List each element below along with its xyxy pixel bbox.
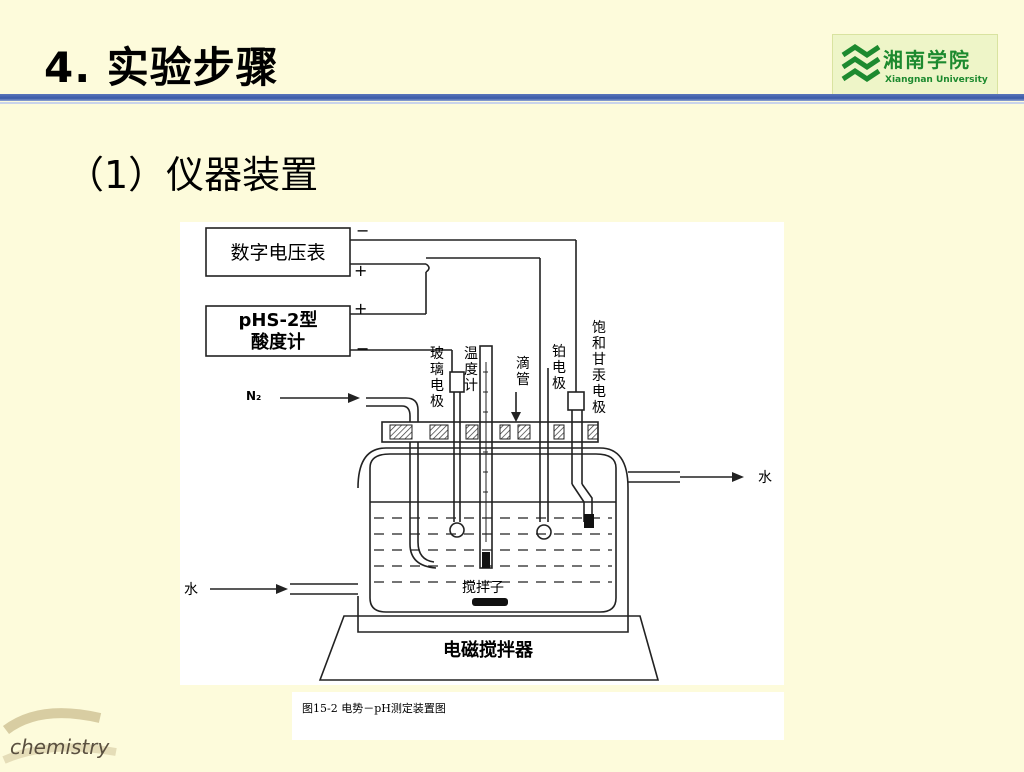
figure-caption: 图15-2 电势－pH测定装置图 — [302, 702, 446, 715]
chemistry-logo-icon: chemistry — [2, 708, 117, 764]
platinum-electrode-label: 铂 电 极 — [552, 344, 566, 392]
n2-arrow-icon — [348, 393, 360, 403]
logo-emblem-icon — [841, 43, 881, 83]
slide-title: 4. 实验步骤 — [44, 43, 279, 92]
apparatus-svg: 数字电压表 pHS-2型 酸度计 − + + − N₂ 玻 璃 电 极 温 度 … — [184, 221, 772, 681]
svg-text:饱: 饱 — [592, 320, 606, 336]
svg-text:甘: 甘 — [592, 352, 606, 368]
svg-text:璃: 璃 — [430, 361, 444, 378]
title-divider — [0, 94, 1024, 101]
university-logo: 湘南学院 Xiangnan University — [832, 34, 998, 98]
svg-text:chemistry: chemistry — [10, 735, 111, 759]
ph-meter-label-2: 酸度计 — [251, 331, 305, 353]
voltmeter-plus: + — [354, 261, 367, 280]
svg-text:电: 电 — [430, 378, 444, 394]
svg-text:滴: 滴 — [516, 355, 530, 372]
ph-meter-label-1: pHS-2型 — [239, 309, 318, 331]
svg-text:和: 和 — [592, 336, 606, 352]
voltmeter-minus: − — [356, 222, 369, 240]
water-out-label: 水 — [758, 470, 772, 486]
logo-english: Xiangnan University — [885, 75, 988, 85]
apparatus-diagram: 数字电压表 pHS-2型 酸度计 − + + − N₂ 玻 璃 电 极 温 度 … — [180, 221, 784, 685]
svg-text:极: 极 — [430, 394, 444, 410]
burette-label: 滴 管 — [516, 355, 530, 388]
svg-text:管: 管 — [516, 372, 530, 388]
calomel-tip — [584, 514, 594, 528]
n2-label: N₂ — [246, 389, 261, 403]
caption-panel: 图15-2 电势－pH测定装置图 — [292, 692, 784, 740]
water-out-arrow-icon — [732, 472, 744, 482]
thermometer-bulb — [482, 552, 490, 568]
svg-text:极: 极 — [592, 400, 606, 416]
svg-text:度: 度 — [464, 362, 478, 378]
thermometer-label: 温 度 计 — [464, 346, 478, 394]
glass-electrode-label: 玻 璃 电 极 — [430, 346, 444, 410]
water-in-arrow-icon — [276, 584, 288, 594]
title-divider-shadow — [0, 102, 1024, 104]
stir-bar-label: 搅拌子 — [462, 580, 504, 596]
chemistry-corner-logo: chemistry — [0, 700, 120, 768]
svg-text:电: 电 — [552, 360, 566, 376]
svg-text:铂: 铂 — [552, 344, 566, 360]
svg-text:电: 电 — [592, 384, 606, 400]
ph-meter-box — [205, 305, 351, 357]
svg-text:汞: 汞 — [592, 368, 606, 384]
stir-bar-icon — [472, 598, 508, 606]
voltmeter-label: 数字电压表 — [230, 242, 325, 264]
logo-name: 湘南学院 — [883, 48, 971, 72]
burette-arrow-icon — [511, 412, 521, 422]
stirrer-label: 电磁搅拌器 — [443, 639, 534, 661]
svg-text:极: 极 — [552, 376, 566, 392]
section-subtitle: （1）仪器装置 — [66, 153, 319, 197]
svg-text:计: 计 — [464, 378, 478, 394]
svg-text:温: 温 — [464, 346, 478, 362]
voltmeter-box — [205, 227, 351, 277]
ph-meter-plus: + — [354, 299, 367, 318]
svg-text:玻: 玻 — [430, 346, 444, 362]
calomel-electrode-label: 饱 和 甘 汞 电 极 — [592, 320, 606, 416]
water-in-label: 水 — [184, 582, 198, 598]
ph-meter-minus: − — [356, 339, 369, 358]
